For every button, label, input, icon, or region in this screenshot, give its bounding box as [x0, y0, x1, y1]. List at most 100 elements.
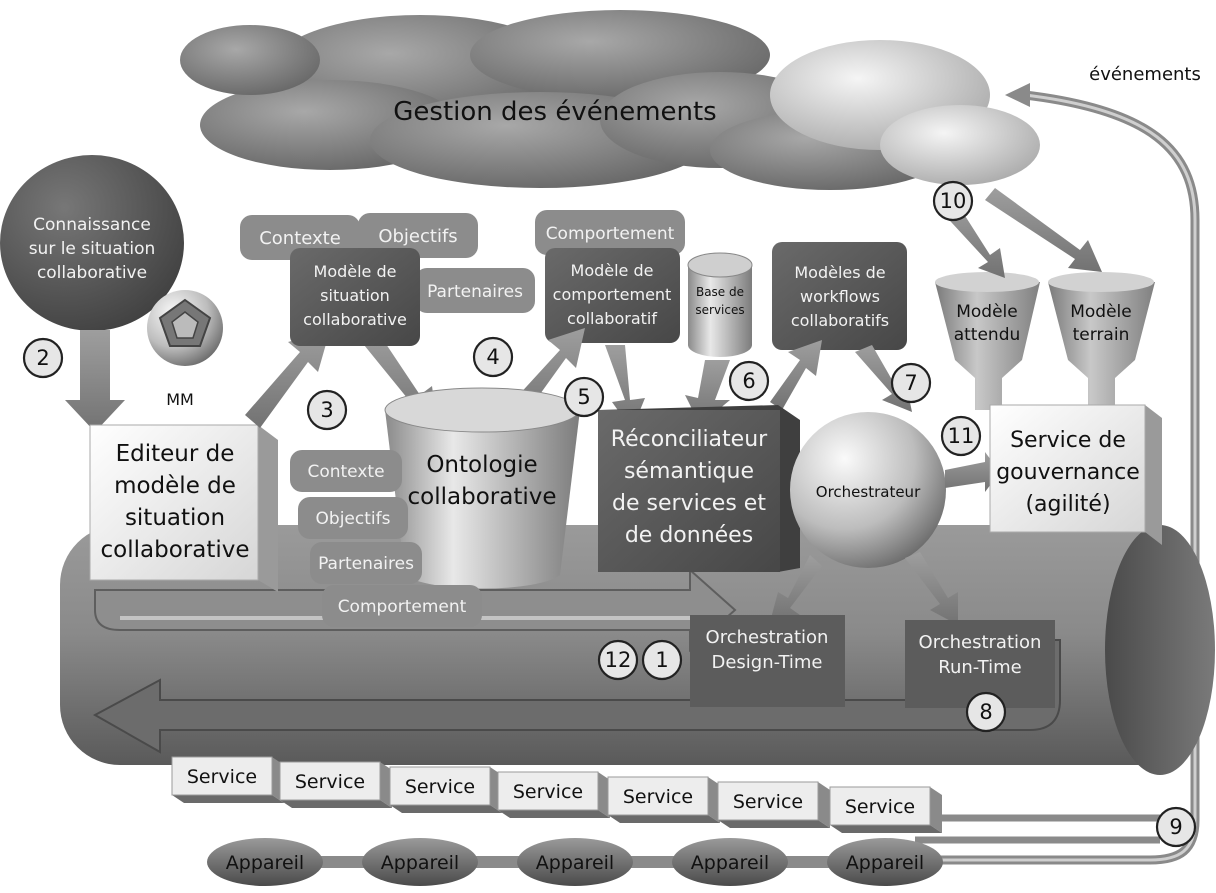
events-feedback-line [900, 83, 1200, 865]
step-badge-11: 11 [940, 415, 982, 457]
arrow-reconciliator-to-workflows [770, 340, 822, 410]
situation-model-line-3: collaborative [303, 310, 407, 329]
step-badge-5: 5 [563, 376, 605, 418]
field-model-line-1: Modèle [1070, 302, 1132, 322]
reconciliator-line-1: Réconciliateur [611, 427, 768, 452]
step-number: 5 [577, 385, 590, 409]
cloud-title: Gestion des événements [393, 97, 716, 127]
step-number: 4 [486, 345, 499, 369]
situation-model-box [290, 248, 420, 346]
governance-box [989, 404, 1162, 545]
arrow-editor-to-situation-model [245, 330, 330, 428]
service-label: Service [845, 796, 915, 818]
device-node: Appareil [207, 838, 323, 886]
field-model-line-2: terrain [1073, 325, 1130, 345]
mm-label: MM [166, 390, 194, 409]
arrow-orchestrator-to-runtime [905, 552, 958, 625]
services-database [687, 252, 753, 357]
arrow-behavior-to-reconciliator [605, 345, 645, 430]
ontology-tag-objectifs [298, 497, 408, 539]
editor-line-2: modèle de [114, 473, 236, 499]
governance-line-2: gouvernance [996, 460, 1140, 485]
service-label: Service [733, 791, 803, 813]
governance-line-1: Service de [1010, 428, 1126, 453]
run-time-line-2: Run-Time [938, 657, 1021, 678]
tag-objectifs-top-label: Objectifs [378, 226, 457, 247]
service-block: Service [717, 781, 830, 828]
device-label: Appareil [691, 852, 769, 874]
orchestrator-label: Orchestrateur [816, 483, 921, 501]
step-number: 8 [979, 700, 992, 724]
service-label: Service [295, 771, 365, 793]
tag-comportement-top-label: Comportement [546, 224, 675, 244]
step-number: 3 [320, 398, 333, 422]
arrow-orchestrator-to-designtime [770, 555, 822, 622]
behavior-model-line-1: Modèle de [571, 261, 654, 280]
service-block: Service [279, 761, 392, 808]
device-node: Appareil [672, 838, 788, 886]
workflows-model-line-1: Modèles de [794, 263, 885, 282]
arrow-orchestrator-governance [945, 452, 1000, 492]
ontology-tag-objectifs-label: Objectifs [316, 509, 391, 529]
reconciliator-line-2: sémantique [624, 459, 754, 484]
tag-comportement-top [535, 210, 685, 255]
knowledge-ball [0, 155, 184, 331]
tag-contexte-top-label: Contexte [259, 228, 341, 249]
service-label: Service [623, 786, 693, 808]
service-label: Service [187, 766, 257, 788]
reconciliator-box [598, 405, 800, 572]
expected-model-line-2: attendu [954, 325, 1021, 345]
step-number: 10 [940, 189, 967, 213]
ontology-tag-contexte-label: Contexte [307, 462, 384, 482]
ontology-line-1: Ontologie [426, 452, 537, 478]
knowledge-line-3: collaborative [37, 263, 147, 283]
run-time-line-1: Orchestration [919, 632, 1042, 653]
ontology-cylinder [384, 387, 580, 589]
step-badge-3: 3 [306, 389, 348, 431]
device-node: Appareil [362, 838, 478, 886]
step-badge-9: 9 [1155, 806, 1197, 848]
step-number: 1 [655, 648, 668, 672]
workflows-model-line-3: collaboratifs [791, 311, 889, 330]
ontology-tag-comportement [322, 585, 482, 627]
orchestrator-sphere [790, 412, 946, 568]
workflows-model-line-2: workflows [800, 287, 880, 306]
events-label: événements [1089, 64, 1201, 85]
service-block: Service [171, 756, 284, 803]
ontology-line-2: collaborative [408, 484, 557, 510]
device-node: Appareil [827, 838, 943, 886]
behavior-model-line-3: collaboratif [567, 309, 657, 328]
step-number: 2 [36, 346, 49, 370]
service-label: Service [513, 781, 583, 803]
editor-line-4: collaborative [101, 537, 250, 563]
step-badge-4: 4 [472, 336, 514, 378]
ontology-tag-comportement-label: Comportement [338, 597, 467, 617]
step-badge-2: 2 [22, 337, 64, 379]
device-label: Appareil [381, 852, 459, 874]
ontology-tag-contexte [290, 450, 402, 492]
editor-line-1: Editeur de [116, 441, 235, 467]
service-block: Service [607, 776, 720, 823]
service-block: Service [829, 786, 942, 833]
design-time-line-1: Orchestration [706, 627, 829, 648]
step-number: 7 [904, 371, 917, 395]
knowledge-line-1: Connaissance [33, 215, 151, 235]
step-badge-1: 1 [641, 639, 683, 681]
design-time-line-2: Design-Time [711, 652, 822, 673]
step-number: 9 [1169, 815, 1182, 839]
services-db-line-2: services [695, 303, 744, 317]
tag-partenaires-top-label: Partenaires [427, 282, 523, 302]
device-label: Appareil [846, 852, 924, 874]
step-badge-8: 8 [965, 691, 1007, 733]
tag-objectifs-top [358, 213, 478, 258]
ontology-tag-partenaires-label: Partenaires [318, 554, 414, 574]
reconciliator-line-3: de services et [612, 491, 766, 516]
workflows-model-box [772, 242, 907, 350]
field-model-funnel [1048, 272, 1155, 410]
reconciliator-line-4: de données [625, 523, 753, 548]
event-cloud [180, 10, 1040, 190]
service-block: Service [497, 771, 610, 818]
step-number: 12 [605, 648, 632, 672]
behavior-model-line-2: comportement [553, 285, 672, 304]
